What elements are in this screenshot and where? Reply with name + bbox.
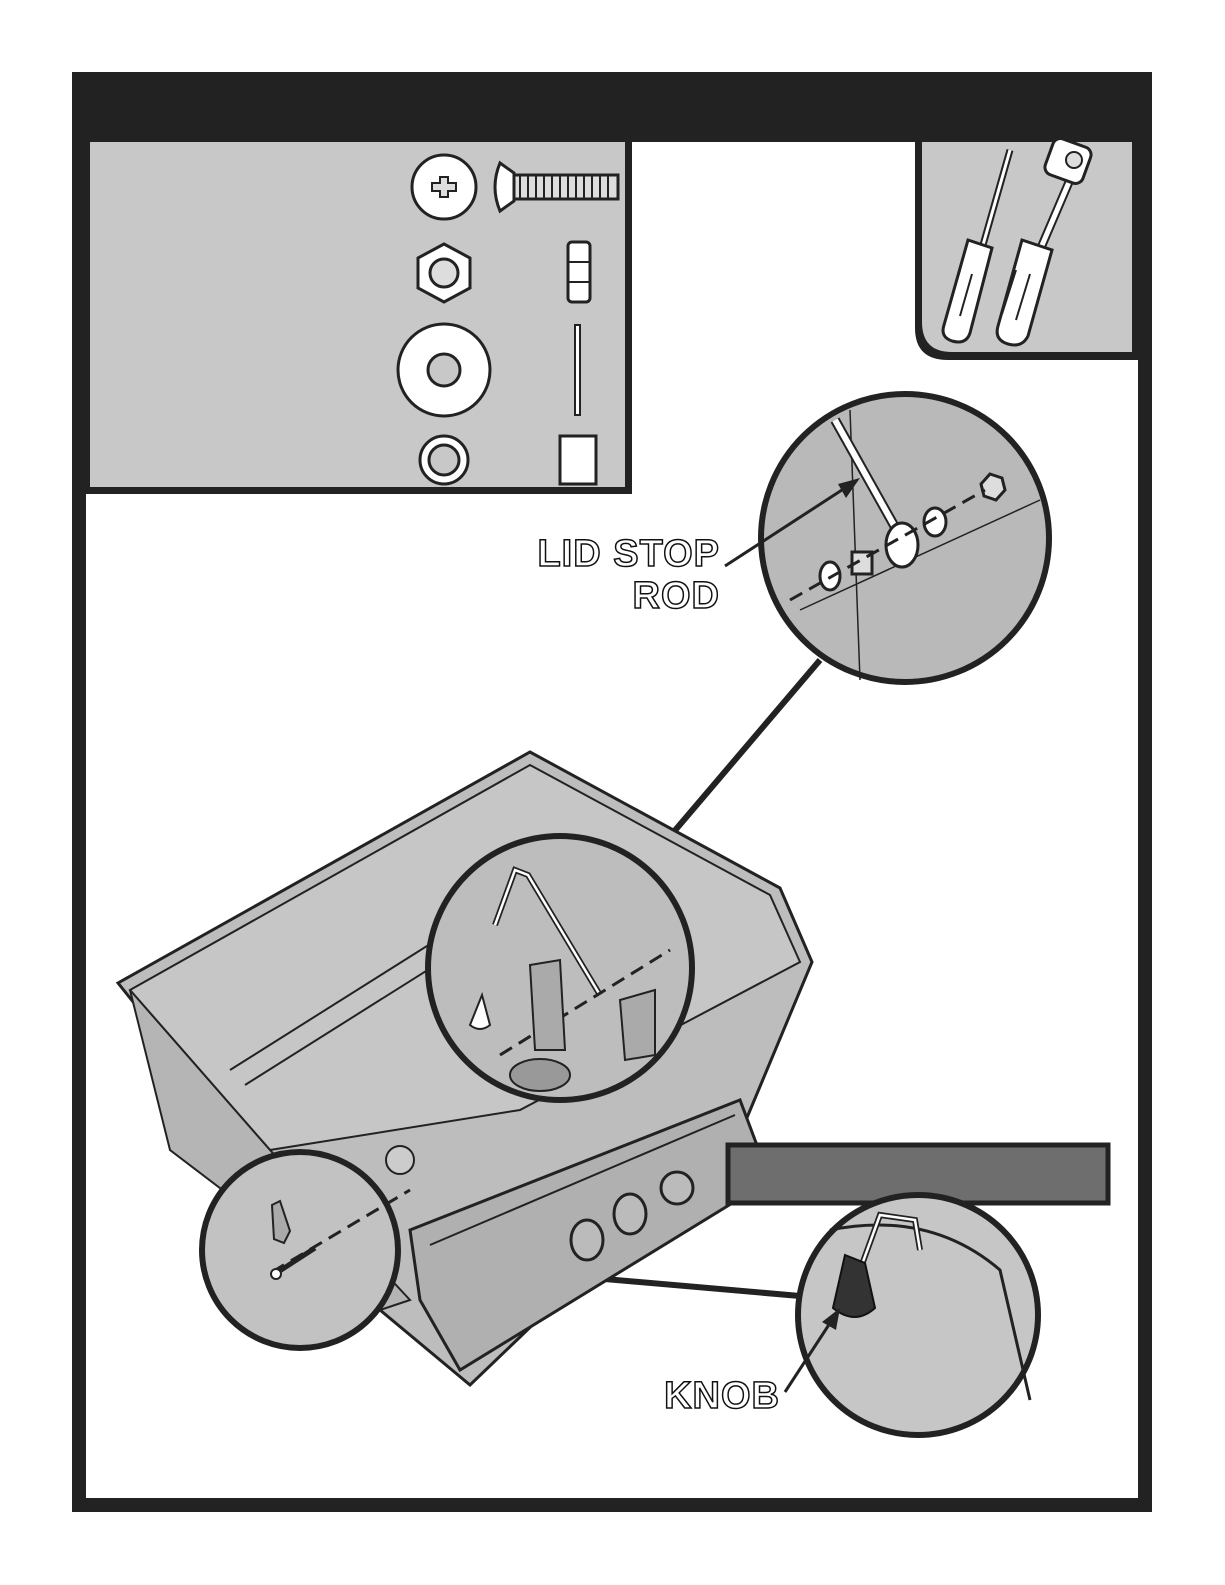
tools-panel	[915, 136, 1138, 360]
small-washer-icon	[420, 436, 468, 484]
hardware-panel	[86, 142, 632, 494]
knob-label: KNOB	[640, 1376, 780, 1418]
lid-stop-rod-label-line1: LID STOP	[530, 534, 720, 576]
lid-stop-rod-label: LID STOP ROD	[530, 534, 720, 618]
spacer-icon	[560, 436, 596, 484]
interior-detail	[428, 836, 692, 1100]
lid-stop-rod-label-line2: ROD	[530, 576, 720, 618]
